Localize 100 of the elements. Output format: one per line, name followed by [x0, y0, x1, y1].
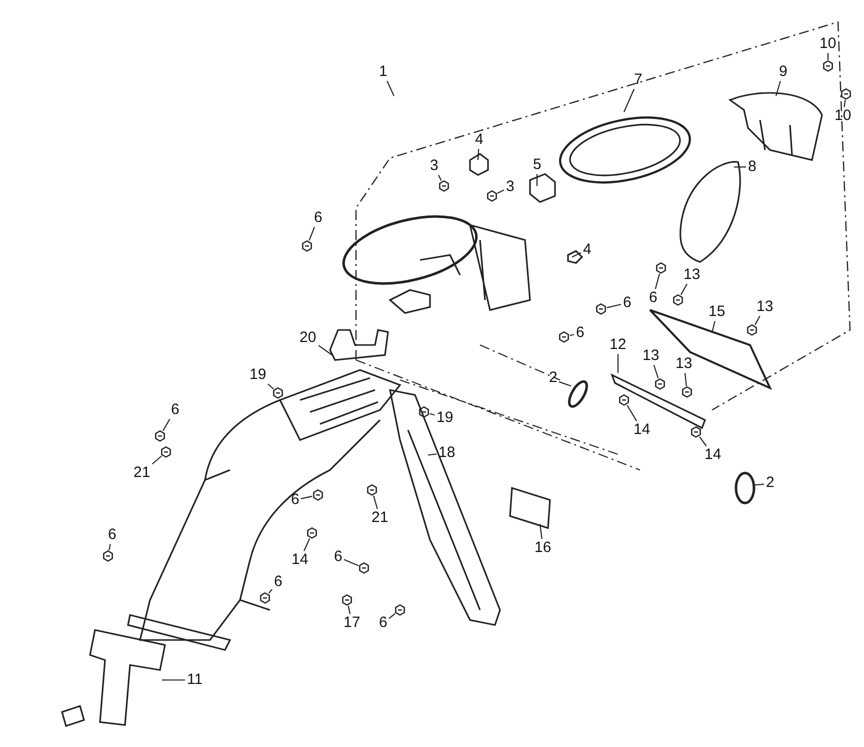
screw-icon [367, 484, 377, 496]
screw-icon [691, 426, 701, 438]
leader-line [827, 53, 829, 60]
callout-number: 5 [532, 157, 542, 173]
leader-line [684, 372, 687, 386]
callout-number: 10 [818, 36, 838, 52]
leader-line [373, 496, 378, 510]
screw-icon [487, 190, 497, 202]
screw-icon [656, 262, 666, 274]
callout-number: 6 [273, 574, 284, 590]
screw-icon [841, 88, 851, 100]
leader-line [108, 544, 111, 550]
leader-line [318, 344, 332, 356]
reflector-ring [734, 472, 756, 504]
leader-line [304, 538, 310, 552]
leader-line [348, 606, 351, 614]
callout-number: 6 [575, 325, 586, 341]
screw-icon [655, 378, 665, 390]
leader-line [653, 364, 659, 378]
callout-number: 13 [642, 348, 660, 364]
callout-number: 13 [682, 267, 702, 283]
screw-icon [673, 294, 683, 306]
callout-number: 12 [608, 337, 628, 353]
callout-number: 2 [765, 475, 776, 491]
leader-line [300, 496, 312, 500]
screw-icon [619, 394, 629, 406]
callout-number: 13 [674, 356, 694, 372]
reflector-ring [568, 380, 588, 408]
callout-number: 10 [834, 108, 852, 124]
leader-line [428, 454, 437, 456]
leader-line [162, 679, 185, 681]
leader-line [775, 80, 781, 96]
callout-number: 20 [298, 330, 318, 346]
leader-line [344, 559, 359, 566]
leader-line [497, 190, 504, 194]
callout-number: 6 [622, 295, 632, 311]
leader-line [754, 316, 760, 326]
screw-icon [103, 550, 113, 562]
callout-number: 9 [778, 64, 788, 80]
callout-number: 19 [436, 410, 454, 426]
leader-line [268, 589, 272, 594]
screw-icon [302, 240, 312, 252]
leader-line [754, 484, 764, 486]
callout-number: 6 [313, 210, 324, 226]
callout-number: 3 [505, 179, 516, 195]
callout-number: 4 [582, 242, 592, 258]
callout-number: 17 [342, 615, 362, 631]
leader-line [680, 284, 688, 296]
leader-line [570, 334, 574, 336]
screw-icon [559, 331, 569, 343]
screw-icon [747, 324, 757, 336]
leader-line [152, 456, 162, 464]
leader-line [711, 320, 716, 334]
callout-number: 3 [429, 158, 440, 174]
screw-icon [439, 180, 449, 192]
screw-icon [313, 489, 323, 501]
callout-number: 21 [132, 465, 152, 481]
leader-line [844, 100, 846, 108]
screw-icon [342, 594, 352, 606]
callout-number: 19 [248, 367, 268, 383]
screw-icon [596, 303, 606, 315]
leader-line [477, 148, 480, 160]
leader-line [268, 384, 274, 390]
leader-line [626, 404, 638, 422]
callout-number: 6 [378, 615, 388, 631]
callout-number: 6 [107, 527, 118, 543]
screw-icon [155, 430, 165, 442]
callout-number: 14 [290, 552, 310, 568]
callout-number: 1 [378, 64, 388, 80]
leader-line [624, 88, 635, 112]
leader-line [388, 613, 396, 619]
callout-number: 6 [290, 492, 300, 508]
leader-line [699, 436, 707, 446]
leader-line [606, 304, 622, 308]
callout-number: 2 [548, 370, 558, 386]
screw-icon [823, 60, 833, 72]
callout-number: 6 [170, 402, 180, 418]
leader-line [539, 524, 542, 540]
screw-icon [419, 406, 429, 418]
leader-line [536, 174, 538, 186]
leader-line [558, 381, 572, 387]
screw-icon [307, 527, 317, 539]
screw-icon [395, 604, 405, 616]
callout-number: 7 [633, 72, 644, 88]
leader-line [386, 80, 394, 96]
leader-line [430, 413, 435, 416]
leader-line [734, 166, 746, 168]
callout-number: 21 [370, 510, 390, 526]
callout-number: 8 [747, 159, 758, 175]
leader-line [438, 174, 442, 181]
leader-line [308, 226, 316, 241]
leader-line [572, 252, 582, 258]
screw-icon [273, 387, 283, 399]
screw-icon [161, 446, 171, 458]
screw-icon [682, 386, 692, 398]
callout-number: 4 [474, 132, 484, 148]
callout-number: 14 [632, 422, 652, 438]
screw-icon [359, 562, 369, 574]
callout-number: 16 [534, 540, 552, 556]
callout-number: 13 [756, 299, 774, 315]
